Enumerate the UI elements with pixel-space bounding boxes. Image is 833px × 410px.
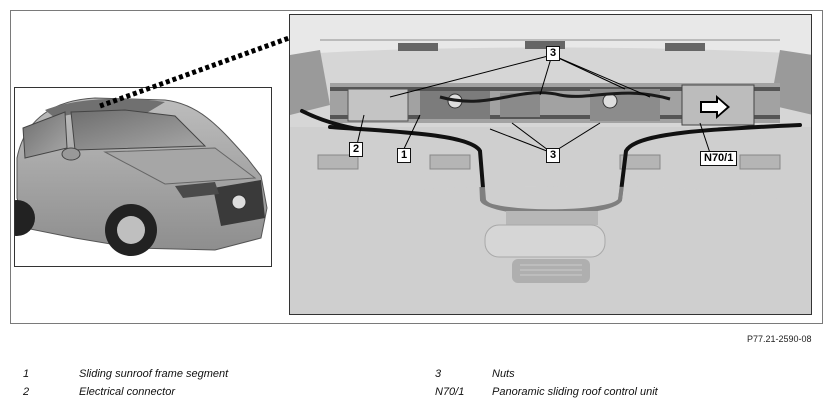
legend-key: 1 — [23, 368, 30, 380]
legend-key: N70/1 — [435, 386, 465, 398]
legend-right: 3 Nuts N70/1 Panoramic sliding roof cont… — [435, 368, 815, 404]
legend-item: 3 Nuts — [435, 368, 815, 386]
callout-3-top: 3 — [546, 46, 561, 61]
vehicle-overview-inset — [14, 87, 272, 267]
callout-n70-1: N70/1 — [700, 151, 738, 166]
legend-item: 2 Electrical connector — [23, 386, 403, 404]
callout-1: 1 — [397, 148, 412, 163]
vehicle-illustration — [15, 97, 268, 256]
legend-description: Panoramic sliding roof control unit — [492, 386, 658, 398]
legend-description: Nuts — [492, 368, 515, 380]
legend-item: N70/1 Panoramic sliding roof control uni… — [435, 386, 815, 404]
legend-description: Sliding sunroof frame segment — [79, 368, 229, 380]
sunroof-mechanism-photo: 3 3 1 2 N70/1 — [289, 14, 812, 315]
legend-description: Electrical connector — [79, 386, 175, 398]
callout-3-bottom: 3 — [546, 148, 561, 163]
figure-code: P77.21-2590-08 — [747, 334, 812, 344]
legend-key: 2 — [23, 386, 30, 398]
legend-left: 1 Sliding sunroof frame segment 2 Electr… — [23, 368, 403, 404]
callout-2: 2 — [349, 142, 364, 157]
mechanism-illustration — [290, 15, 811, 314]
legend-item: 1 Sliding sunroof frame segment — [23, 368, 403, 386]
legend-key: 3 — [435, 368, 442, 380]
